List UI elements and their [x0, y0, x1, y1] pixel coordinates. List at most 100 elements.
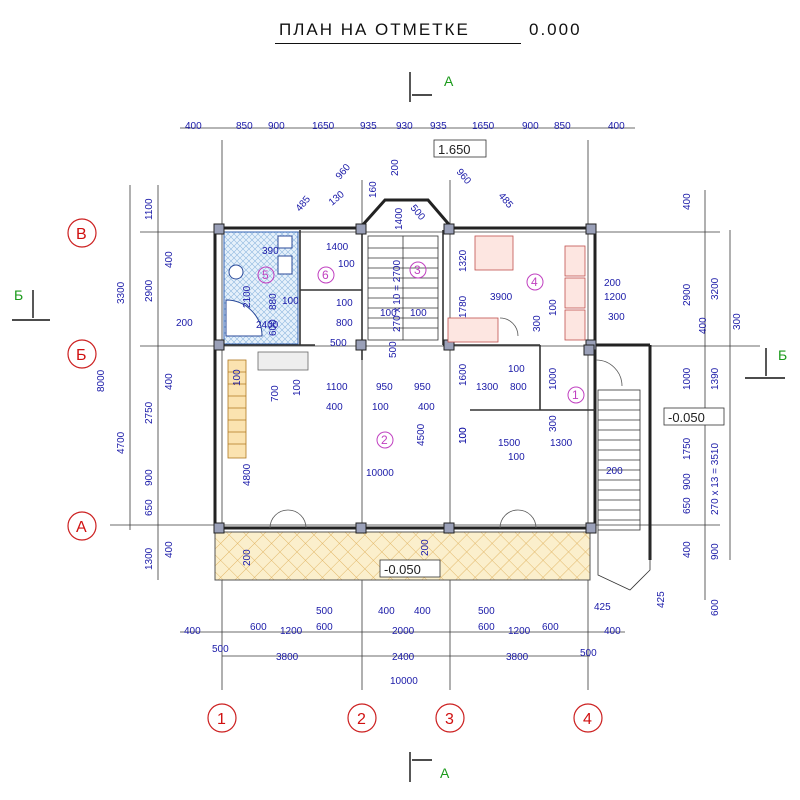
dim-room4: 200	[604, 278, 621, 289]
stair-main-label: 270 x 10 = 2700	[392, 260, 403, 332]
dim-bottom: 600	[316, 622, 333, 633]
dim-bottom: 400	[378, 606, 395, 617]
section-b-left: Б	[14, 287, 23, 303]
dim-room6: 500	[330, 338, 347, 349]
dim-bottom-2: 2000	[392, 626, 415, 637]
dim-bay: 960	[334, 162, 353, 182]
dim-room5: 390	[262, 246, 279, 257]
dim-left: 200	[176, 318, 193, 329]
dim-bay: 1400	[394, 207, 405, 230]
dim-right-2: 3200	[710, 277, 721, 300]
dim-bottom-3: 3800	[276, 652, 299, 663]
room-1: 1	[572, 388, 579, 402]
dim-bay: 960	[454, 167, 473, 187]
plan-title-text: ПЛАН НА ОТМЕТКЕ	[279, 20, 470, 39]
level-upper: 1.650	[438, 142, 471, 157]
dim-room4: 300	[532, 315, 543, 332]
columns	[213, 223, 597, 534]
room-6: 6	[322, 268, 329, 282]
section-b-right: Б	[778, 347, 787, 363]
room-5: 5	[262, 268, 269, 282]
dim-right-block: 100	[508, 364, 525, 375]
plan-title-level: 0.000	[529, 20, 582, 39]
dim-bottom: 600	[542, 622, 559, 633]
dim-bay: 485	[294, 194, 313, 214]
section-a-bottom: А	[440, 765, 450, 781]
dim-room4: 300	[608, 312, 625, 323]
dim-hall: 100	[292, 379, 303, 396]
dim-top: 930	[396, 121, 413, 132]
dim-right-2: 1390	[710, 367, 721, 390]
section-marks	[12, 72, 785, 782]
dim-hall: 4500	[416, 423, 427, 446]
dim-room4: 100	[410, 308, 427, 319]
axis-b: Б	[76, 347, 87, 364]
dim-hall: 10000	[366, 468, 394, 479]
dim-right: 400	[682, 193, 693, 210]
dim-left: 1300	[144, 547, 155, 570]
dim-top: 400	[185, 121, 202, 132]
dim-right-block: 100	[458, 427, 469, 444]
dim-right-3: 300	[732, 313, 743, 330]
dim-right: 600	[710, 599, 721, 616]
axis-bubbles	[67, 218, 603, 733]
dim-right-2: 900	[710, 543, 721, 560]
dim-room5: 2100	[242, 285, 253, 308]
dim-right: 2900	[682, 283, 693, 306]
dim-left-2: 3300	[116, 281, 127, 304]
dim-room4: 100	[548, 299, 559, 316]
room-3: 3	[414, 263, 421, 277]
dim-hall: 100	[458, 427, 469, 444]
axis-2: 2	[357, 711, 366, 728]
dim-right-block: 1500	[498, 438, 521, 449]
axis-1: 1	[217, 711, 226, 728]
dim-room6: 800	[336, 318, 353, 329]
dim-bay: 500	[408, 203, 427, 223]
dim-left: 400	[164, 541, 175, 558]
dim-room6: 100	[338, 259, 355, 270]
dim-top: 850	[554, 121, 571, 132]
dim-top: 935	[430, 121, 447, 132]
dim-hall: 1100	[326, 382, 348, 393]
main-stair	[367, 235, 439, 341]
dim-top: 900	[522, 121, 539, 132]
dim-hall: 400	[418, 402, 435, 413]
dim-room5: 880	[268, 293, 279, 310]
room-4: 4	[531, 275, 538, 289]
dim-bottom-2: 500	[212, 644, 229, 655]
axis-a: А	[76, 519, 87, 536]
dim-left: 1100	[144, 198, 155, 220]
room-2: 2	[381, 433, 388, 447]
dim-left: 2750	[144, 401, 155, 424]
level-porch: -0.050	[384, 562, 421, 577]
dim-left: 400	[164, 373, 175, 390]
dim-room6: 1400	[326, 242, 349, 253]
dim-room6: 100	[380, 308, 397, 319]
section-a-top: А	[444, 73, 454, 89]
dim-bottom: 600	[250, 622, 267, 633]
dim-right: 400	[698, 317, 709, 334]
dim-hall: 100	[372, 402, 389, 413]
level-markers: 1.650 -0.050 -0.050	[379, 139, 725, 578]
dim-bottom: 400	[604, 626, 621, 637]
dim-room5: 100	[232, 369, 243, 386]
dim-bottom-total: 10000	[390, 676, 418, 687]
doors	[269, 317, 623, 529]
dim-bay: 485	[496, 191, 515, 211]
dim-room4: 1780	[458, 295, 469, 318]
dim-bottom-3: 2400	[392, 652, 415, 663]
dim-right: 400	[682, 541, 693, 558]
dim-bottom: 1200	[508, 626, 531, 637]
room4-furniture	[447, 235, 586, 343]
dim-bottom: 400	[414, 606, 431, 617]
dim-room6: 100	[336, 298, 353, 309]
axis-v: В	[76, 226, 87, 243]
axis-3: 3	[445, 711, 454, 728]
dim-top: 400	[608, 121, 625, 132]
dim-top: 1650	[472, 121, 495, 132]
inner-walls	[215, 230, 595, 411]
dim-right-block: 800	[510, 382, 527, 393]
dim-bay: 160	[368, 181, 379, 198]
dim-right: 1750	[682, 437, 693, 460]
side-stair	[597, 389, 651, 591]
